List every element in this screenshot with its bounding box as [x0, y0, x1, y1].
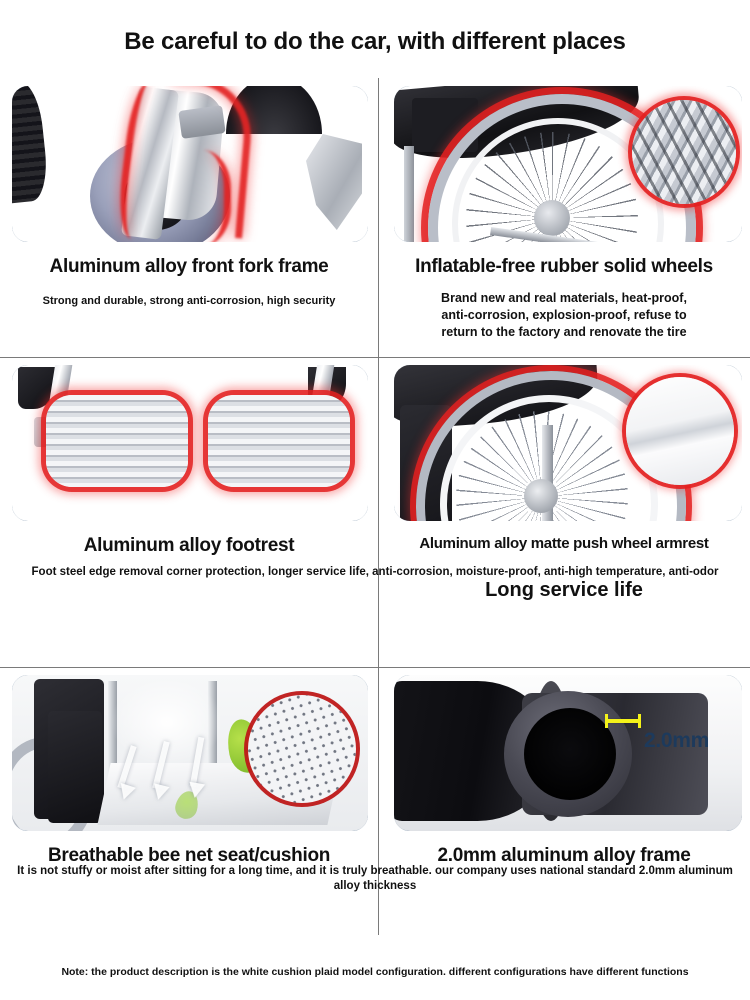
push-rim-magnifier-inset [626, 377, 734, 485]
row-3-wide-caption: It is not stuffy or moist after sitting … [17, 865, 733, 892]
panel-heading: Inflatable-free rubber solid wheels [415, 256, 713, 277]
panel-heading: Breathable bee net seat/cushion [47, 845, 331, 866]
mesh-magnifier-inset [248, 695, 356, 803]
right-tire-edge [226, 86, 322, 134]
panel-push-wheel-armrest: Aluminum alloy matte push wheel armrest [378, 357, 750, 667]
panel-solid-wheels: Inflatable-free rubber solid wheels Bran… [378, 78, 750, 357]
horizontal-divider-2 [0, 667, 750, 668]
vertical-divider [378, 78, 379, 935]
horizontal-divider-1 [0, 357, 750, 358]
aluminum-tube-photo: 2.0mm [394, 675, 742, 831]
footrest-photo [12, 365, 368, 521]
red-highlight-outline [160, 150, 231, 242]
panel-front-fork-frame: Aluminum alloy front fork frame Strong a… [0, 78, 378, 357]
airflow-arrow [186, 781, 206, 800]
footer-note: Note: the product description is the whi… [61, 966, 689, 978]
footrest-plate-left [46, 395, 188, 487]
front-fork-photo [12, 86, 368, 242]
page-title: Be careful to do the car, with different… [124, 28, 626, 55]
frame-shadow [48, 711, 102, 823]
feature-row-1: Aluminum alloy front fork frame Strong a… [0, 78, 750, 357]
description-line: Brand new and real materials, heat-proof… [441, 291, 687, 305]
frame-tube [404, 146, 414, 242]
breathable-seat-photo [12, 675, 368, 831]
footrest-plate-right [208, 395, 350, 487]
push-rim-photo [394, 365, 742, 521]
feature-grid: Aluminum alloy front fork frame Strong a… [0, 78, 750, 935]
panel-footrest: Aluminum alloy footrest [0, 357, 378, 667]
panel-description: Brand new and real materials, heat-proof… [378, 290, 750, 341]
panel-heading: 2.0mm aluminum alloy frame [437, 845, 691, 866]
panel-heading: Aluminum alloy front fork frame [49, 256, 329, 277]
panel-aluminum-frame-tube: 2.0mm 2.0mm aluminum alloy frame [378, 667, 750, 935]
row-2-wide-caption: Foot steel edge removal corner protectio… [31, 566, 719, 578]
feature-row-2: Aluminum alloy footrest Aluminum alloy m… [0, 357, 750, 667]
description-line: return to the factory and renovate the t… [441, 324, 687, 339]
tube-bore [524, 708, 616, 800]
wheel-hub [524, 479, 558, 513]
panel-description: Strong and durable, strong anti-corrosio… [42, 295, 336, 307]
thickness-callout-label: 2.0mm [644, 729, 710, 752]
thickness-measure-arrow-icon [605, 714, 641, 728]
wheel-hub [534, 200, 570, 236]
feature-row-3: Breathable bee net seat/cushion 2.0mm 2.… [0, 667, 750, 935]
frame-tube [542, 425, 553, 521]
panel-bee-net-seat: Breathable bee net seat/cushion [0, 667, 378, 935]
solid-wheel-photo [394, 86, 742, 242]
tire-tread-magnifier-inset [632, 100, 736, 204]
panel-heading: Aluminum alloy footrest [83, 535, 295, 556]
long-service-life-subheading: Long service life [485, 579, 643, 601]
panel-heading: Aluminum alloy matte push wheel armrest [419, 535, 709, 552]
description-line: anti-corrosion, explosion-proof, refuse … [441, 307, 687, 322]
